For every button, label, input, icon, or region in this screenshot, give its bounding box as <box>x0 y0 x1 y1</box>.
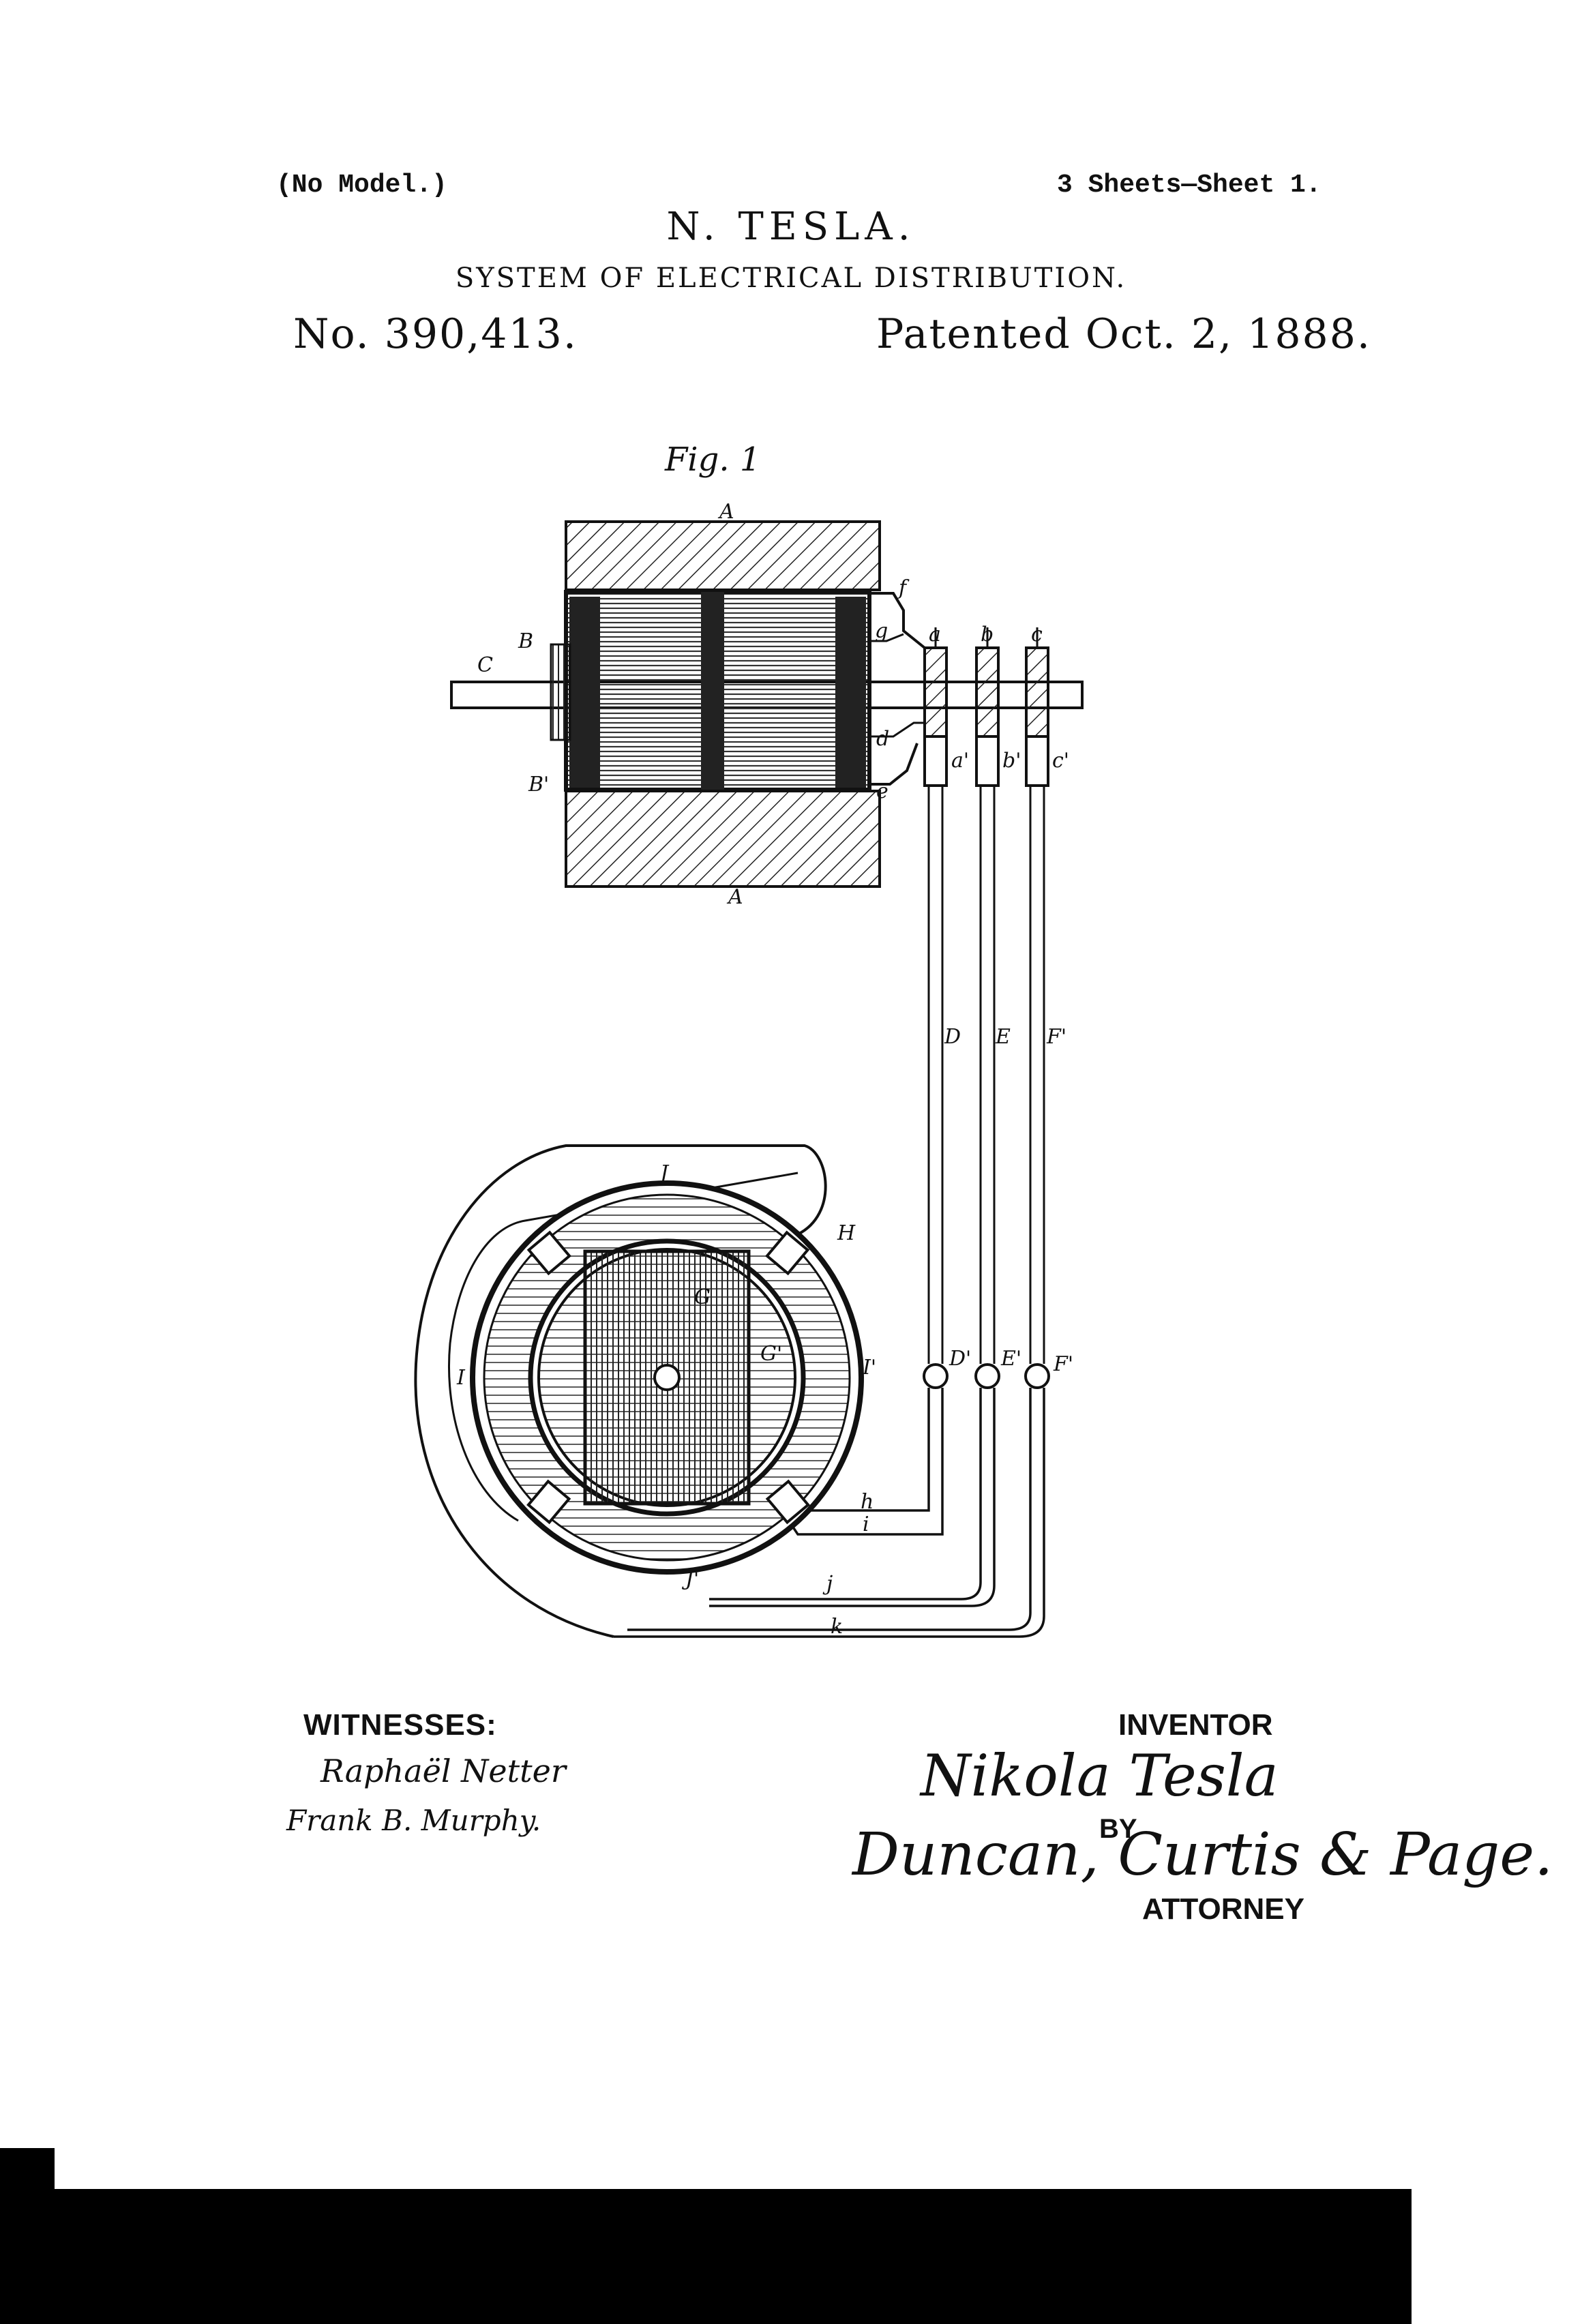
collector-ring-c <box>1025 646 1049 738</box>
label-b-prime: B' <box>528 773 549 796</box>
patent-title: SYSTEM OF ELECTRICAL DISTRIBUTION. <box>455 263 1127 294</box>
frame-a-bottom <box>565 790 881 888</box>
line-wires <box>927 786 1045 1364</box>
label-b-ring: b <box>981 623 994 646</box>
witnesses-label: WITNESSES: <box>303 1708 497 1742</box>
attorney-signature: Duncan, Curtis & Page. <box>852 1821 1553 1889</box>
scan-edge-left <box>0 2148 55 2324</box>
terminal-e-prime <box>974 1363 1000 1389</box>
label-f: f <box>897 576 910 600</box>
armature-end-b <box>569 597 600 788</box>
inventor-signature: Nikola Tesla <box>921 1742 1279 1809</box>
label-g-armature: G <box>694 1285 711 1309</box>
label-a-ring: a <box>929 623 941 646</box>
armature-mid-band <box>701 592 724 790</box>
frame-a-top <box>565 520 881 591</box>
brush-c-prime <box>1025 735 1049 787</box>
label-g: g <box>875 619 888 643</box>
label-h: H <box>837 1221 856 1245</box>
label-e: e <box>876 779 889 803</box>
witness-signature-2: Frank B. Murphy. <box>286 1804 541 1837</box>
label-e-prime-terminal: E' <box>1000 1347 1021 1371</box>
armature-end-b-prime <box>835 597 866 788</box>
field-loop-wire-inner <box>447 1172 799 1522</box>
pole-gaps <box>526 1230 810 1525</box>
label-f-prime-terminal: F' <box>1053 1352 1073 1376</box>
label-d-prime-terminal: D' <box>949 1347 971 1371</box>
motor-wiring <box>614 1388 1045 1638</box>
label-c-prime: c' <box>1052 749 1069 773</box>
commutator-b <box>550 643 571 741</box>
label-a-top: A <box>717 500 734 524</box>
sheet-count: 3 Sheets—Sheet 1. <box>1057 170 1322 200</box>
inventor-label: INVENTOR <box>1118 1708 1273 1742</box>
collector-ring-a <box>923 646 948 738</box>
patent-date: Patented Oct. 2, 1888. <box>876 310 1371 358</box>
label-c-shaft: C <box>477 653 493 677</box>
label-i-wire: i <box>863 1513 869 1536</box>
lead-e <box>869 743 919 786</box>
attorney-label: ATTORNEY <box>1142 1892 1304 1926</box>
brush-b-prime <box>975 735 1000 787</box>
label-e-wire: E <box>995 1025 1011 1049</box>
inventor-name-heading: N. TESLA. <box>666 205 916 249</box>
lead-g <box>869 633 904 642</box>
scan-edge-bottom <box>51 2189 1412 2324</box>
label-k-wire: k <box>831 1615 843 1639</box>
terminal-d-prime <box>923 1363 949 1389</box>
lead-d <box>869 721 925 738</box>
label-a-prime: a' <box>951 749 969 773</box>
terminal-f-prime <box>1024 1363 1050 1389</box>
label-b: B <box>518 629 533 653</box>
label-g-prime-armature: G' <box>760 1342 782 1366</box>
label-h-wire: h <box>861 1490 874 1514</box>
by-label: BY <box>1099 1814 1137 1844</box>
label-d-wire: D <box>944 1025 961 1049</box>
label-c-ring: c <box>1031 623 1043 646</box>
label-d: d <box>876 727 889 751</box>
label-i-left: I <box>456 1366 466 1390</box>
motor-armature-g <box>583 1249 751 1506</box>
label-i-right: I' <box>862 1356 876 1380</box>
patent-number: No. 390,413. <box>293 310 578 358</box>
label-a-bottom: A <box>726 885 743 909</box>
label-b-prime-brush: b' <box>1002 749 1021 773</box>
figure-caption: Fig. 1 <box>664 441 760 479</box>
no-model-note: (No Model.) <box>276 170 447 200</box>
brush-a-prime <box>923 735 948 787</box>
field-loop-wire <box>414 1144 827 1638</box>
label-j-wire: j <box>822 1572 833 1596</box>
collector-ring-b <box>975 646 1000 738</box>
motor-shaft-hub <box>653 1364 681 1391</box>
lead-f <box>869 592 926 649</box>
witness-signature-1: Raphaël Netter <box>320 1753 566 1789</box>
label-f-wire: F' <box>1046 1025 1066 1049</box>
